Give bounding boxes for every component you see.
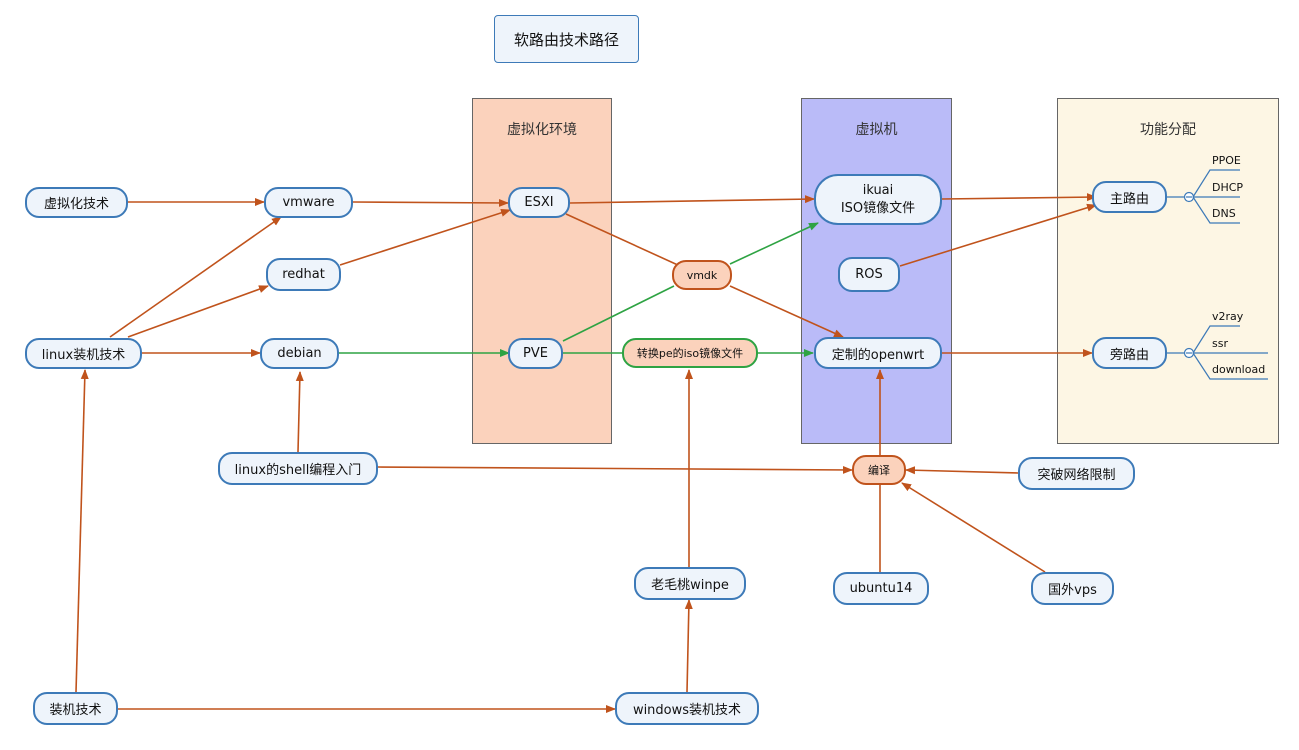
node-ros: ROS xyxy=(838,257,900,292)
edge-vmdk-ikuai xyxy=(729,222,819,265)
bracket-main xyxy=(1192,169,1240,224)
main-router-item-dhcp: DHCP xyxy=(1212,181,1244,194)
edge-esxi-vmdk xyxy=(565,213,681,267)
lane-function-title: 功能分配 xyxy=(1140,122,1196,138)
node-linux-install: linux装机技术 xyxy=(25,338,142,369)
side-router-item-v2ray: v2ray xyxy=(1212,310,1244,323)
lane-virtual-env: 虚拟化环境 xyxy=(472,98,612,444)
node-virtualization: 虚拟化技术 xyxy=(25,187,128,218)
node-ubuntu: ubuntu14 xyxy=(833,572,929,605)
main-router-item-ppoe: PPOE xyxy=(1212,154,1241,167)
side-router-item-ssr: ssr xyxy=(1212,337,1228,350)
node-windows-install: windows装机技术 xyxy=(615,692,759,725)
edge-linux-vmware xyxy=(109,216,282,338)
edge-shell-debian xyxy=(295,371,304,453)
node-openwrt: 定制的openwrt xyxy=(814,337,942,369)
node-esxi: ESXI xyxy=(508,187,570,218)
edge-pve-vmdk xyxy=(562,285,675,342)
edge-shell-compile xyxy=(377,465,853,474)
node-install-tech: 装机技术 xyxy=(33,692,118,725)
edge-break-compile xyxy=(905,466,1019,475)
node-shell-intro: linux的shell编程入门 xyxy=(218,452,378,485)
lane-vm: 虚拟机 xyxy=(801,98,952,444)
node-ikuai: ikuai ISO镜像文件 xyxy=(814,174,942,225)
node-vmdk: vmdk xyxy=(672,260,732,290)
edge-ros-main xyxy=(899,203,1097,267)
node-break-limit: 突破网络限制 xyxy=(1018,457,1135,490)
node-debian: debian xyxy=(260,338,339,369)
edge-vmware-esxi xyxy=(352,198,509,207)
node-main-router: 主路由 xyxy=(1092,181,1167,213)
node-foreign-vps: 国外vps xyxy=(1031,572,1114,605)
node-compile: 编译 xyxy=(852,455,906,485)
edge-vps-compile xyxy=(901,482,1046,573)
node-laomaotao: 老毛桃winpe xyxy=(634,567,746,600)
node-redhat: redhat xyxy=(266,258,341,291)
lane-virtual-env-title: 虚拟化环境 xyxy=(507,122,577,138)
node-convert-pe: 转换pe的iso镜像文件 xyxy=(622,338,758,368)
side-router-item-download: download xyxy=(1212,363,1266,376)
edge-ikuai-main xyxy=(941,193,1097,202)
edge-windows-laomaotao xyxy=(684,599,693,693)
bracket-side xyxy=(1192,325,1268,380)
edge-install-linux xyxy=(75,369,89,693)
node-side-router: 旁路由 xyxy=(1092,337,1167,369)
edge-redhat-esxi xyxy=(339,208,511,266)
lane-vm-title: 虚拟机 xyxy=(855,122,898,138)
diagram-title: 软路由技术路径 xyxy=(494,15,639,63)
main-router-item-dns: DNS xyxy=(1212,207,1236,220)
node-vmware: vmware xyxy=(264,187,353,218)
edge-linux-redhat xyxy=(127,285,269,338)
edge-vmdk-openwrt xyxy=(729,285,844,338)
lane-function: 功能分配 xyxy=(1057,98,1279,444)
edge-esxi-ikuai xyxy=(569,195,815,204)
node-pve: PVE xyxy=(508,338,563,369)
